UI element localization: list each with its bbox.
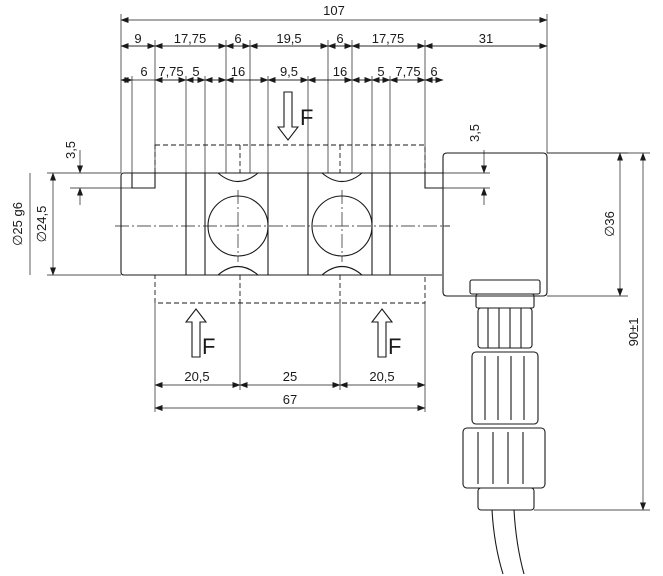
dim-second-1: 6 bbox=[140, 64, 147, 79]
connector-plug bbox=[462, 279, 546, 511]
dim-second-9: 6 bbox=[430, 64, 437, 79]
dim-housing-diameter: ∅36 bbox=[602, 211, 617, 237]
dim-overall-length: 107 bbox=[323, 3, 345, 18]
force-label-top: F bbox=[300, 105, 313, 130]
dim-second-8: 7,75 bbox=[395, 64, 420, 79]
dim-top-7: 31 bbox=[479, 31, 493, 46]
dim-top-6: 17,75 bbox=[372, 31, 405, 46]
dim-notch-right: 3,5 bbox=[467, 124, 482, 142]
force-label-bottom-right: F bbox=[388, 334, 401, 359]
force-label-bottom-left: F bbox=[202, 334, 215, 359]
dimension-labels: 107 9 17,75 6 19,5 6 17,75 31 6 7,75 5 1… bbox=[10, 3, 641, 407]
force-arrow-top: F bbox=[276, 91, 313, 141]
dim-top-3: 6 bbox=[234, 31, 241, 46]
force-arrow-bottom-right: F bbox=[370, 308, 401, 359]
dim-cable-length: 90±1 bbox=[626, 318, 641, 347]
force-arrow-bottom-left: F bbox=[184, 308, 215, 359]
extension-lines bbox=[47, 14, 650, 511]
dim-bottom-1: 20,5 bbox=[184, 369, 209, 384]
dim-second-7: 5 bbox=[377, 64, 384, 79]
connector-housing bbox=[442, 152, 548, 297]
dim-second-4: 16 bbox=[231, 64, 245, 79]
load-pin-body bbox=[115, 172, 450, 276]
dim-second-2: 7,75 bbox=[158, 64, 183, 79]
dim-top-4: 19,5 bbox=[276, 31, 301, 46]
dim-bottom-2: 25 bbox=[283, 369, 297, 384]
dim-second-5: 9,5 bbox=[280, 64, 298, 79]
dim-second-6: 16 bbox=[333, 64, 347, 79]
dimension-lines bbox=[29, 17, 646, 511]
dim-shaft-diameter: ∅25 g6 bbox=[10, 202, 25, 246]
dim-top-1: 9 bbox=[134, 31, 141, 46]
dim-notch-left: 3,5 bbox=[63, 141, 78, 159]
dim-body-diameter: ∅24,5 bbox=[34, 206, 49, 243]
support-outlines bbox=[154, 144, 426, 304]
dim-bottom-3: 20,5 bbox=[369, 369, 394, 384]
cable bbox=[491, 509, 525, 575]
dim-support-span: 67 bbox=[283, 392, 297, 407]
dim-second-3: 5 bbox=[192, 64, 199, 79]
dim-top-2: 17,75 bbox=[174, 31, 207, 46]
dim-top-5: 6 bbox=[336, 31, 343, 46]
